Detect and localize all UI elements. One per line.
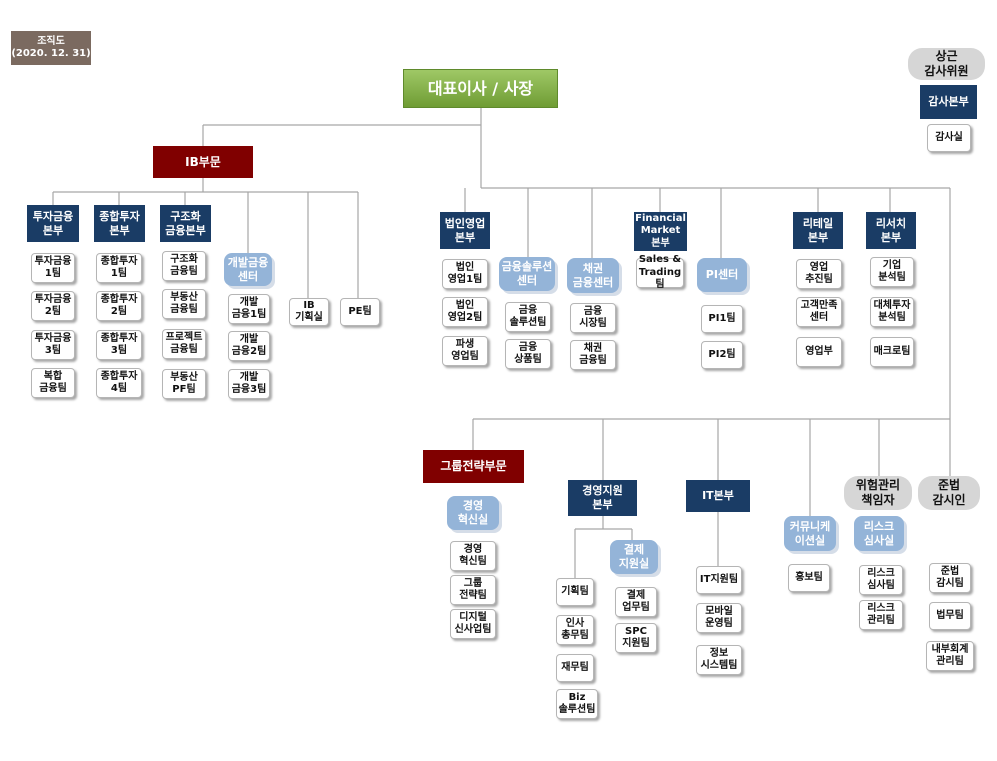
- corp-sales-team-1: 법인 영업1팀: [442, 259, 488, 289]
- settlement-support-office: 결제 지원실: [610, 540, 658, 574]
- research-hq: 리서치 본부: [866, 212, 916, 249]
- ib-realestate-finance-team: 부동산 금융팀: [162, 289, 206, 319]
- ib-structured-finance-team: 구조화 금융팀: [162, 251, 206, 281]
- ib-planning-office: IB 기획실: [289, 298, 329, 326]
- fin-solution-team: 금융 솔루션팀: [505, 302, 551, 332]
- planning-team: 기획팀: [556, 578, 594, 606]
- ib-dev-finance-team-3: 개발 금융3팀: [228, 369, 270, 399]
- ib-general-investment-hq: 종합투자 본부: [94, 205, 145, 242]
- corp-sales-hq: 법인영업 본부: [440, 212, 490, 249]
- bond-finance-team: 채권 금융팀: [570, 340, 616, 370]
- audit-hq: 감사본부: [920, 85, 977, 119]
- risk-review-team: 리스크 심사팀: [859, 565, 903, 595]
- hr-general-affairs-team: 인사 총무팀: [556, 615, 594, 645]
- ib-pe-team: PE팀: [340, 298, 380, 326]
- settlement-operations-team: 결제 업무팀: [615, 587, 657, 617]
- financial-market-hq: Financial Market 본부: [634, 212, 687, 251]
- macro-team: 매크로팀: [870, 337, 914, 367]
- sales-department: 영업부: [796, 337, 842, 367]
- mgmt-support-hq: 경영지원 본부: [568, 480, 637, 516]
- bond-finance-center: 채권 금융센터: [567, 258, 619, 293]
- risk-review-office: 리스크 심사실: [854, 516, 904, 551]
- group-strategy-team: 그룹 전략팀: [450, 575, 496, 605]
- ib-general-team-3: 종합투자 3팀: [96, 330, 142, 360]
- audit-office: 감사실: [927, 124, 971, 152]
- compliance-team: 준법 감시팀: [929, 563, 971, 593]
- fin-market-team: 금융 시장팀: [570, 303, 616, 333]
- digital-newbiz-team: 디지털 신사업팀: [450, 609, 496, 639]
- biz-solution-team: Biz 솔루션팀: [556, 689, 598, 719]
- ib-project-finance-team: 프로젝트 금융팀: [162, 329, 206, 359]
- pi-team-2: PI2팀: [701, 341, 743, 369]
- corp-analysis-team: 기업 분석팀: [870, 257, 914, 287]
- finance-team: 재무팀: [556, 654, 594, 682]
- sales-trading-team: Sales & Trading팀: [636, 254, 684, 290]
- ib-dev-finance-center: 개발금융 센터: [224, 253, 272, 286]
- ib-general-team-4: 종합투자 4팀: [96, 368, 142, 398]
- risk-officer: 위험관리 책임자: [844, 476, 912, 510]
- pi-team-1: PI1팀: [701, 305, 743, 333]
- ib-finance-hq: 투자금융 본부: [27, 205, 79, 242]
- communication-office: 커뮤니케 이션실: [784, 516, 836, 551]
- compliance-officer: 준법 감시인: [918, 476, 980, 510]
- ib-division: IB부문: [153, 146, 253, 178]
- ib-finance-team-2: 투자금융 2팀: [31, 291, 75, 321]
- fin-product-team: 금융 상품팀: [505, 339, 551, 369]
- pi-center: PI센터: [697, 258, 747, 292]
- alt-investment-analysis-team: 대체투자 분석팀: [870, 297, 914, 327]
- ib-dev-finance-team-1: 개발 금융1팀: [228, 294, 270, 324]
- mobile-operations-team: 모바일 운영팀: [696, 603, 742, 633]
- ib-general-team-2: 종합투자 2팀: [96, 291, 142, 321]
- derivatives-sales-team: 파생 영업팀: [442, 336, 488, 366]
- ib-structured-finance-hq: 구조화 금융본부: [160, 205, 211, 242]
- it-support-team: IT지원팀: [696, 566, 742, 594]
- fin-solution-center: 금융솔루션 센터: [499, 257, 555, 291]
- ceo-box: 대표이사 / 사장: [403, 69, 558, 108]
- org-chart-title-badge: 조직도 (2020. 12. 31): [11, 31, 91, 65]
- ib-realestate-pf-team: 부동산 PF팀: [162, 369, 206, 399]
- sales-promotion-team: 영업 추진팀: [796, 259, 842, 289]
- ib-finance-team-1: 투자금융 1팀: [31, 253, 75, 283]
- risk-management-team: 리스크 관리팀: [859, 600, 903, 630]
- org-chart-date: (2020. 12. 31): [11, 48, 91, 59]
- spc-support-team: SPC 지원팀: [615, 623, 657, 653]
- corp-sales-team-2: 법인 영업2팀: [442, 297, 488, 327]
- group-strategy-division: 그룹전략부문: [423, 450, 524, 483]
- ib-finance-team-3: 투자금융 3팀: [31, 330, 75, 360]
- legal-team: 법무팀: [929, 602, 971, 630]
- mgmt-innovation-office: 경영 혁신실: [447, 496, 499, 530]
- ib-dev-finance-team-2: 개발 금융2팀: [228, 331, 270, 361]
- internal-accounting-team: 내부회계 관리팀: [926, 641, 974, 671]
- mgmt-innovation-team: 경영 혁신팀: [450, 541, 496, 571]
- info-system-team: 정보 시스템팀: [696, 645, 742, 675]
- ib-complex-finance-team: 복합 금융팀: [31, 368, 75, 398]
- audit-committee: 상근 감사위원: [908, 48, 985, 80]
- org-chart-title: 조직도: [37, 35, 65, 47]
- retail-hq: 리테일 본부: [793, 212, 843, 249]
- it-hq: IT본부: [686, 480, 750, 512]
- ib-general-team-1: 종합투자 1팀: [96, 253, 142, 283]
- customer-satisfaction-center: 고객만족 센터: [796, 297, 842, 327]
- pr-team: 홍보팀: [788, 564, 830, 592]
